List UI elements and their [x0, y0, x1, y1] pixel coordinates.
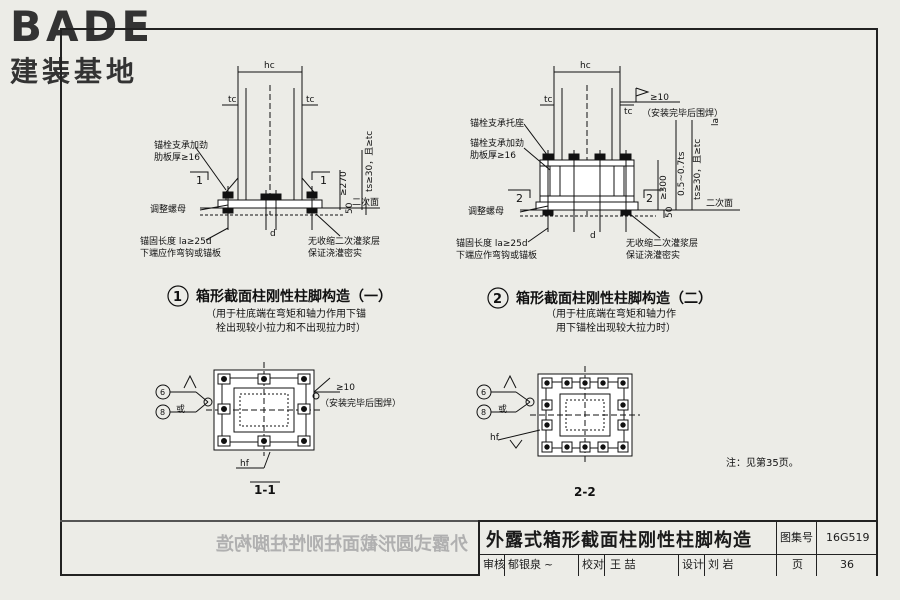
detail2-sec-right: 2 [646, 192, 653, 205]
detail2-rib2: 肋板厚≥16 [470, 149, 516, 161]
designer-name: 刘 岩 [708, 558, 734, 571]
checker-name: 王 喆 [610, 558, 636, 571]
detail2-anchor: 锚固长度 la≥25d [456, 237, 528, 249]
detail2-dim300: ≥300 [659, 175, 669, 200]
detail1-nut: 调整螺母 [150, 203, 186, 215]
detail1-caption: 1 箱形截面柱刚性柱脚构造（一） （用于柱底端在弯矩和轴力作用下锚 栓出现较小拉… [167, 285, 392, 334]
detail1-rib2: 肋板厚≥16 [154, 151, 200, 163]
detail2-weld: ≥10 [650, 93, 669, 103]
detail2-grout: 无收缩二次灌浆层 [626, 237, 698, 249]
detail2-note2: 用下锚栓出现较大拉力时） [556, 321, 676, 334]
section1-or: 或 [176, 403, 185, 415]
brand-latin: BADE [10, 2, 155, 51]
check-label: 校对 [582, 558, 604, 571]
title-block: 外露式箱形截面柱刚性柱脚构造 图集号 16G519 审核 郁银泉 ~ 校对 王 … [478, 520, 876, 576]
detail1-dim50: 50 [345, 202, 355, 214]
signature-row: 审核 郁银泉 ~ 校对 王 喆 设计 刘 岩 页 36 [480, 554, 876, 576]
detail1-dim-ts: ts≥30，且≥tc [364, 131, 375, 192]
section1-plan [155, 362, 340, 483]
brand-cn: 建装基地 [10, 55, 139, 88]
detail1-sec-right: 1 [320, 174, 327, 187]
detail2-rib: 锚栓支承加劲 [470, 137, 524, 149]
section1-texts: 6 8 或 ≥10 （安装完毕后围焊） hf 1-1 [160, 383, 401, 497]
detail2-sec-left: 2 [516, 192, 523, 205]
detail1-d: d [270, 229, 276, 239]
section1-weld: ≥10 [336, 383, 355, 393]
detail1-grout: 无收缩二次灌浆层 [308, 235, 380, 247]
review-label: 审核 [483, 558, 505, 571]
detail1-grout2: 保证浇灌密实 [308, 247, 362, 259]
detail2-tc-left: tc [544, 95, 553, 105]
detail1-elevation [190, 66, 380, 241]
section1-c8: 8 [160, 408, 165, 417]
detail1-note1: （用于柱底端在弯矩和轴力作用下锚 [206, 307, 366, 320]
detail1-number: 1 [173, 290, 182, 305]
detail2-dim-sp: 0.5~0.7ts [677, 151, 687, 196]
detail2-number: 2 [493, 292, 502, 307]
section2-hf: hf [490, 433, 500, 443]
section2-c6: 6 [481, 388, 486, 397]
bleed-through-ghost: 外露式圆形截面柱刚性柱脚构造 [60, 520, 478, 578]
detail2-tc-right: tc [624, 107, 633, 117]
reviewer-signature: ~ [544, 558, 554, 571]
page-label: 页 [792, 558, 803, 571]
detail2-title: 箱形截面柱刚性柱脚构造（二） [516, 290, 712, 307]
section1-label: 1-1 [254, 483, 276, 497]
section1-weld-note: （安装完毕后围焊） [320, 397, 401, 409]
ghost-title: 外露式圆形截面柱刚性柱脚构造 [216, 534, 468, 555]
detail1-anchor2: 下端应作弯钩或锚板 [140, 247, 221, 259]
detail1-title: 箱形截面柱刚性柱脚构造（一） [196, 288, 392, 305]
detail1-dim270: ≥270 [339, 171, 349, 196]
section2-c8: 8 [481, 408, 486, 417]
detail2-dim50: 50 [665, 206, 675, 218]
detail1-rib: 锚栓支承加劲 [154, 139, 208, 151]
detail1-texts: hc tc tc 锚栓支承加劲 肋板厚≥16 1 1 调整螺母 锚固长度 la≥… [140, 61, 380, 259]
section2-plan [476, 366, 640, 464]
detail2-note1: （用于柱底端在弯矩和轴力作 [546, 307, 676, 320]
detail1-note2: 栓出现较小拉力和不出现拉力时） [216, 321, 366, 334]
detail2-second: 二次面 [706, 197, 733, 209]
title-row: 外露式箱形截面柱刚性柱脚构造 图集号 16G519 [480, 522, 876, 555]
atlas-label: 图集号 [780, 531, 813, 544]
detail1-tc-right: tc [306, 95, 315, 105]
detail2-elevation [508, 66, 740, 243]
detail2-weld-note: （安装完毕后围焊） [642, 107, 723, 119]
detail2-anchor2: 下端应作弯钩或锚板 [456, 249, 537, 261]
detail2-seat: 锚栓支承托座 [470, 117, 524, 129]
detail2-la: la [711, 118, 721, 126]
detail1-anchor: 锚固长度 la≥25d [140, 235, 212, 247]
detail2-texts: hc tc tc ≥10 （安装完毕后围焊） 锚栓支承托座 锚栓支承加劲 肋板厚… [456, 61, 733, 261]
sheet-note: 注：见第35页。 [726, 456, 799, 469]
detail1-second: 二次面 [352, 196, 379, 208]
brand-logo: BADE 建装基地 [10, 6, 154, 90]
section2-label: 2-2 [574, 485, 596, 499]
detail1-sec-left: 1 [196, 174, 203, 187]
section2-or: 或 [498, 403, 507, 415]
design-label: 设计 [682, 558, 704, 571]
detail1-hc: hc [264, 61, 275, 71]
page-number: 36 [840, 558, 854, 571]
section1-hf: hf [240, 459, 250, 469]
section2-texts: 6 8 或 hf 2-2 [481, 388, 596, 499]
atlas-number: 16G519 [826, 531, 870, 544]
detail2-grout2: 保证浇灌密实 [626, 249, 680, 261]
detail2-nut: 调整螺母 [468, 205, 504, 217]
section1-c6: 6 [160, 388, 165, 397]
detail2-hc: hc [580, 61, 591, 71]
drawing-frame [60, 28, 878, 576]
drawing-title: 外露式箱形截面柱刚性柱脚构造 [486, 530, 752, 551]
detail2-dim-ts: ts≥30，且≥tc [692, 139, 703, 200]
detail2-d: d [590, 231, 596, 241]
detail1-tc-left: tc [228, 95, 237, 105]
detail2-caption: 2 箱形截面柱刚性柱脚构造（二） （用于柱底端在弯矩和轴力作 用下锚栓出现较大拉… [487, 287, 712, 334]
reviewer-name: 郁银泉 [508, 558, 541, 571]
